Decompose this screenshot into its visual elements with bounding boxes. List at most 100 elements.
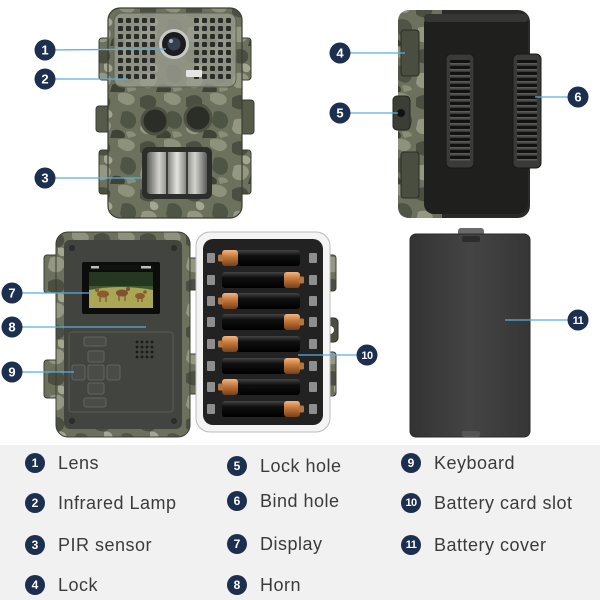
callout-badge [1,282,23,304]
key-shot [83,397,107,408]
ir-led [134,66,139,71]
light-sensor [140,106,170,136]
ir-led [134,50,139,55]
callout-badge [1,316,23,338]
strap-rib-highlight [450,99,470,101]
ir-led [226,26,231,31]
horn-hole [150,340,154,344]
strap-rib-highlight [450,81,470,83]
battery [207,379,317,395]
callout-5: 5 [329,102,398,124]
strap-rib [517,90,537,93]
strap-rib [517,138,537,141]
key-up [87,350,105,363]
ir-led [150,66,155,71]
strap-rib [517,120,537,123]
battery-contact [309,339,317,349]
deer-head [143,290,147,294]
battery-contact [207,361,215,371]
sensor-label [186,70,202,77]
battery-terminal [299,318,304,326]
horn-hole [150,355,154,359]
ir-led [218,18,223,23]
legend-item-display: 7 Display [227,532,323,556]
strap-rib [517,150,537,153]
horn-hole [145,355,149,359]
ir-led [126,18,131,23]
battery-cap [284,358,300,374]
battery-terminal [299,276,304,284]
ir-led [194,26,199,31]
callout-8: 8 [1,316,146,338]
ir-led [142,50,147,55]
cover-plate [409,233,531,438]
strap-rib-highlight [450,105,470,107]
ir-led [194,58,199,63]
ir-led [118,74,123,79]
ir-led [226,50,231,55]
callout-badge [34,167,56,189]
ir-led [202,50,207,55]
ir-led [142,34,147,39]
legend-item-bind-hole: 6 Bind hole [227,489,340,513]
battery-cap [284,314,300,330]
battery-body [222,358,300,374]
battery-terminal [299,362,304,370]
ir-led [218,26,223,31]
strap-rib-highlight [517,81,537,83]
legend-number-badge: 7 [227,534,247,554]
strap-rib [450,138,470,141]
callout-number: 5 [336,106,343,121]
ir-led [218,50,223,55]
callout-number: 11 [573,315,584,327]
strap-rib [517,102,537,105]
battery-cap [222,293,238,309]
battery-contact [207,404,215,414]
callout-number: 6 [574,90,581,105]
callout-2: 2 [34,68,128,90]
battery-terminal [218,383,223,391]
strap-rib-highlight [517,117,537,119]
battery-body [222,314,300,330]
strap-rib [517,66,537,69]
battery [207,272,317,288]
strap-rib [450,126,470,129]
strap-rib [450,150,470,153]
ir-led [142,42,147,47]
camera-open-front-cover [43,231,201,438]
battery-contact [309,296,317,306]
strap-rib-highlight [450,75,470,77]
strap-rib [517,132,537,135]
ir-led [210,34,215,39]
deer [116,289,128,297]
ir-led-array-right [194,18,231,79]
battery-contact [207,296,215,306]
ir-led [218,66,223,71]
strap-rib [517,144,537,147]
strap-rib [450,144,470,147]
strap-rib-highlight [517,105,537,107]
deer [97,290,109,298]
ir-led [210,42,215,47]
legend-panel: 1 Lens 2 Infrared Lamp 3 PIR sensor 4 Lo… [0,445,600,600]
legend-label: Lens [58,452,100,473]
callout-number: 10 [361,350,373,362]
indicator-window [183,103,213,133]
strap-rib [517,72,537,75]
strap-rib [450,60,470,63]
battery-contact [207,253,215,263]
deer-head [126,287,130,291]
horn-hole [145,350,149,354]
ir-led [142,74,147,79]
legend-number-badge: 9 [401,453,421,473]
strap-rib [450,84,470,87]
callout-7: 7 [1,282,92,304]
compartment-interior [203,239,323,425]
ir-led [202,26,207,31]
callout-1: 1 [34,39,167,61]
ir-led [150,18,155,23]
callout-badge [34,39,56,61]
legend-number-badge: 10 [401,493,421,513]
strap-rib-highlight [450,93,470,95]
ir-led [210,26,215,31]
